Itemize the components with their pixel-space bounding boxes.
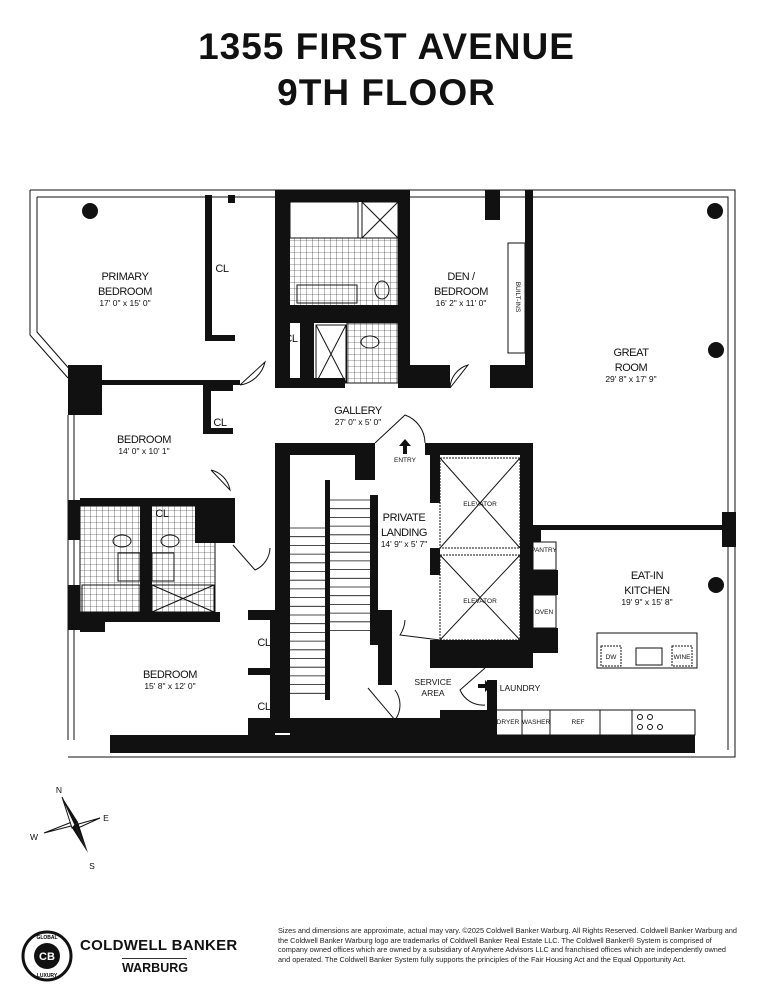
primary-bedroom-dims: 17' 0" x 15' 0" [99, 298, 150, 308]
great-room-dims: 29' 8" x 17' 9" [605, 374, 656, 384]
compass-e: E [103, 813, 109, 823]
dryer-label: DRYER [497, 719, 520, 726]
exterior-walls [29, 189, 736, 758]
compass-n: N [56, 785, 62, 795]
entry-arrow-icon [399, 439, 411, 454]
kitchen-fixtures [450, 242, 698, 744]
landing-dims: 14' 9" x 5' 7" [381, 539, 428, 549]
columns [82, 203, 724, 593]
closet-label: CL [213, 417, 227, 429]
bedroom-dims: 14' 0" x 10' 1" [118, 446, 169, 456]
stairs [290, 480, 370, 700]
laundry-arrow-icon [478, 680, 491, 692]
brand-name: COLDWELL BANKER [80, 937, 238, 954]
service-area-label-2: AREA [421, 688, 444, 698]
global-luxury-seal-logo: CB GLOBAL LUXURY [21, 930, 73, 982]
room-labels: PRIMARY BEDROOM 17' 0" x 15' 0" DEN / BE… [98, 263, 691, 747]
wine-label: WINE [674, 654, 692, 661]
bedroom-3-label: BEDROOM [143, 669, 197, 681]
gallery-label: GALLERY [334, 405, 383, 417]
landing-label-2: LANDING [381, 527, 427, 539]
laundry-label: LAUNDRY [500, 683, 541, 693]
great-room-label-2: ROOM [615, 362, 648, 374]
seal-mark: CB [39, 951, 55, 963]
elevators [439, 457, 521, 641]
bathrooms [79, 201, 399, 613]
compass-w: W [30, 832, 38, 842]
great-room-label: GREAT [613, 347, 649, 359]
closet-label: CL [257, 637, 271, 649]
compass-rose-icon: N E S W [30, 785, 109, 871]
kitchen-label-2: KITCHEN [624, 585, 670, 597]
stair-divider [325, 480, 330, 700]
refrigerator-label: REF [572, 719, 585, 726]
seal-top: GLOBAL [36, 935, 57, 941]
primary-bedroom-label-2: BEDROOM [98, 286, 152, 298]
builtins-label: BUILT-INS [514, 282, 521, 313]
den-label: DEN / [447, 271, 476, 283]
kitchen-label: EAT-IN [631, 570, 664, 582]
den-dims: 16' 2" x 11' 0" [436, 298, 487, 308]
closet-label: CL [215, 263, 229, 275]
landing-label: PRIVATE [383, 512, 426, 524]
elevator-label: ELEVATOR [463, 501, 497, 508]
closet-label: CL [155, 508, 169, 520]
den-label-2: BEDROOM [434, 286, 488, 298]
address-title: 1355 FIRST AVENUE [198, 26, 575, 67]
door-swings [210, 360, 486, 721]
gallery-dims: 27' 0" x 5' 0" [335, 417, 382, 427]
bedroom-label: BEDROOM [117, 434, 171, 446]
closet-label: CL [284, 333, 298, 345]
compass-s: S [89, 861, 95, 871]
floor-title: 9TH FLOOR [277, 72, 496, 113]
service-area-label: SERVICE [414, 677, 451, 687]
elevator-label: ELEVATOR [463, 598, 497, 605]
closet-label: CL [407, 735, 421, 747]
oven-label: OVEN [535, 609, 554, 616]
pantry-label: PANTRY [531, 547, 557, 554]
primary-bedroom-label: PRIMARY [101, 271, 149, 283]
legal-disclaimer: Sizes and dimensions are approximate, ac… [278, 926, 737, 964]
closet-label: CL [257, 701, 271, 713]
entry-label: ENTRY [394, 457, 417, 464]
brand-office: WARBURG [122, 958, 188, 975]
washer-label: WASHER [522, 719, 551, 726]
seal-bottom: LUXURY [37, 973, 58, 979]
dishwasher-label: DW [606, 654, 618, 661]
kitchen-dims: 19' 9" x 15' 8" [621, 597, 672, 607]
bedroom-3-dims: 15' 8" x 12' 0" [144, 681, 195, 691]
